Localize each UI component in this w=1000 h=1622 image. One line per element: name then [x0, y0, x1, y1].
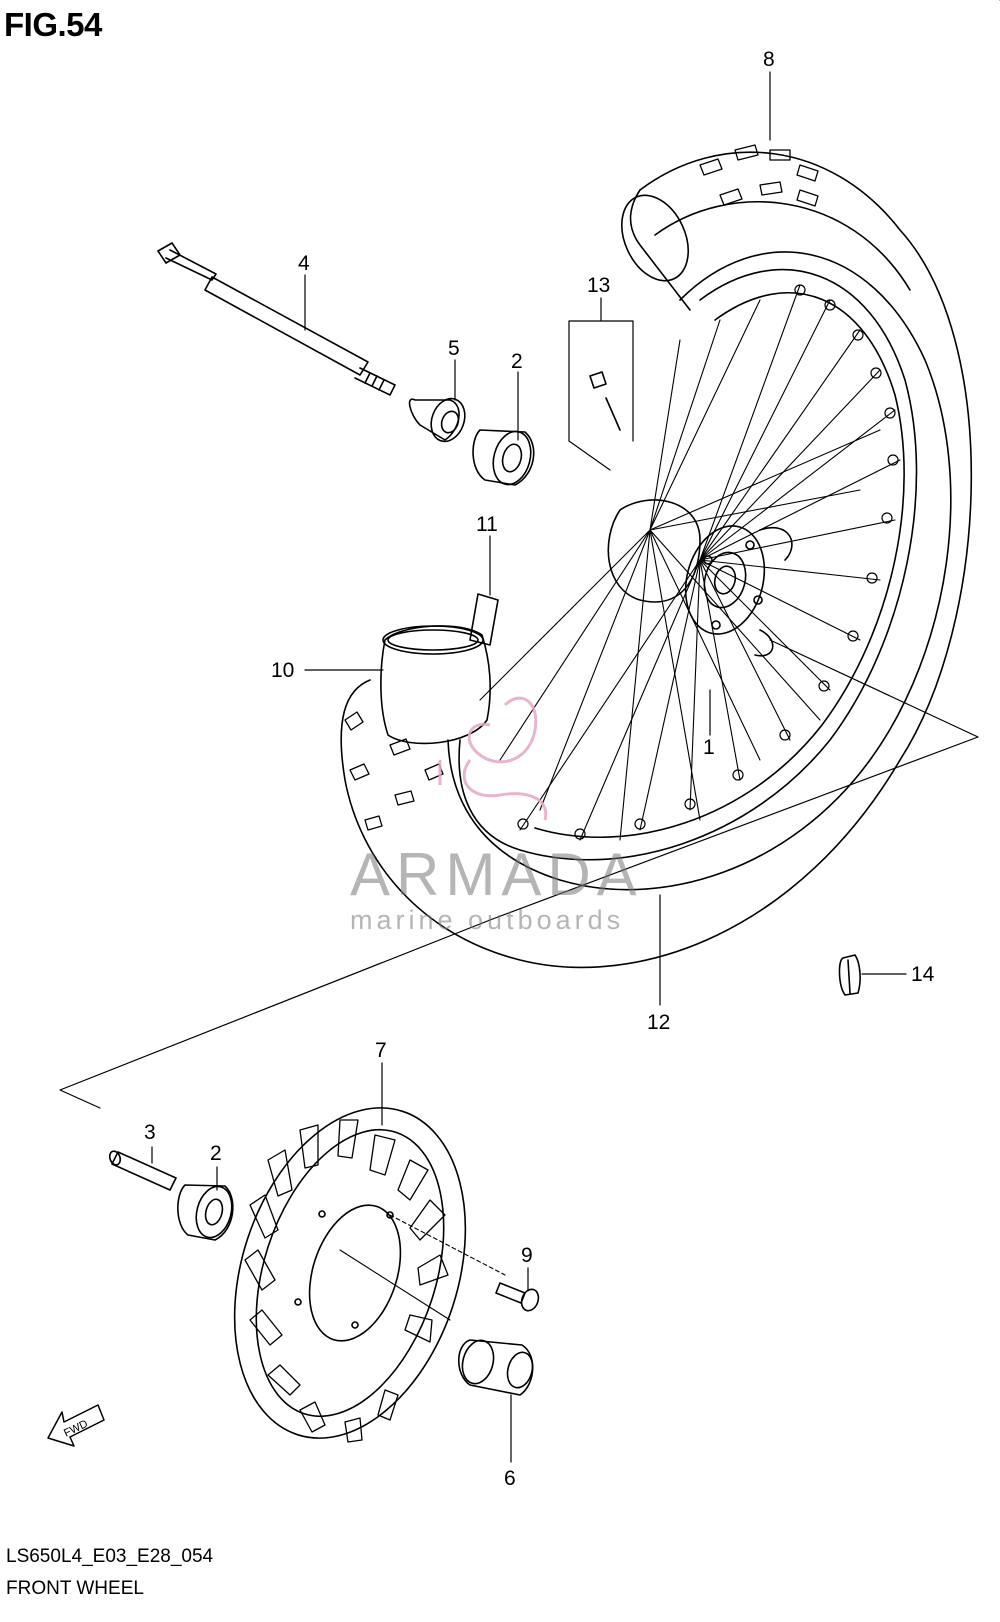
hub	[607, 499, 793, 657]
drawing-name: FRONT WHEEL	[6, 1578, 144, 1599]
fwd-arrow-icon	[47, 1404, 105, 1447]
inner-tube	[380, 593, 499, 745]
valve-cap	[568, 320, 634, 471]
disc-bolt	[495, 1282, 540, 1312]
callout-11: 11	[476, 513, 498, 536]
watermark-subtitle: marine outboards	[350, 905, 625, 935]
assembly-leader-lines	[59, 0, 1000, 1109]
axle	[157, 242, 396, 396]
spokes	[479, 284, 901, 841]
callout-6: 6	[504, 1467, 516, 1490]
callout-9: 8	[763, 48, 775, 71]
collar	[108, 1150, 177, 1191]
callout-leaders	[151, 71, 907, 1463]
watermark-brand: ARMADA	[350, 841, 643, 908]
callout-5: 5	[448, 337, 460, 360]
callout-2-upper: 2	[511, 350, 523, 373]
callout-2-lower: 2	[210, 1142, 222, 1165]
drawing-code: LS650L4_E03_E28_054	[6, 1546, 214, 1567]
callout-4: 4	[298, 252, 310, 275]
callout-10: 10	[271, 659, 294, 682]
spacer	[408, 397, 466, 443]
callout-7: 7	[375, 1039, 387, 1062]
callout-8: 9	[521, 1244, 533, 1267]
spoke-nipples	[517, 284, 899, 840]
figure-title: FIG.54	[4, 6, 102, 43]
callout-3: 3	[144, 1121, 156, 1144]
bearing-upper	[472, 429, 535, 486]
callout-13: 13	[587, 274, 610, 297]
tire	[340, 144, 973, 969]
clip	[838, 954, 861, 996]
brake-disc	[233, 1107, 506, 1443]
callout-12: 12	[647, 1011, 670, 1034]
rim	[458, 268, 918, 861]
watermark-logo	[438, 696, 548, 821]
callout-1: 1	[703, 736, 715, 759]
callout-14: 14	[911, 963, 935, 986]
bearing-lower	[177, 1184, 234, 1241]
hub-collar	[457, 1339, 534, 1396]
